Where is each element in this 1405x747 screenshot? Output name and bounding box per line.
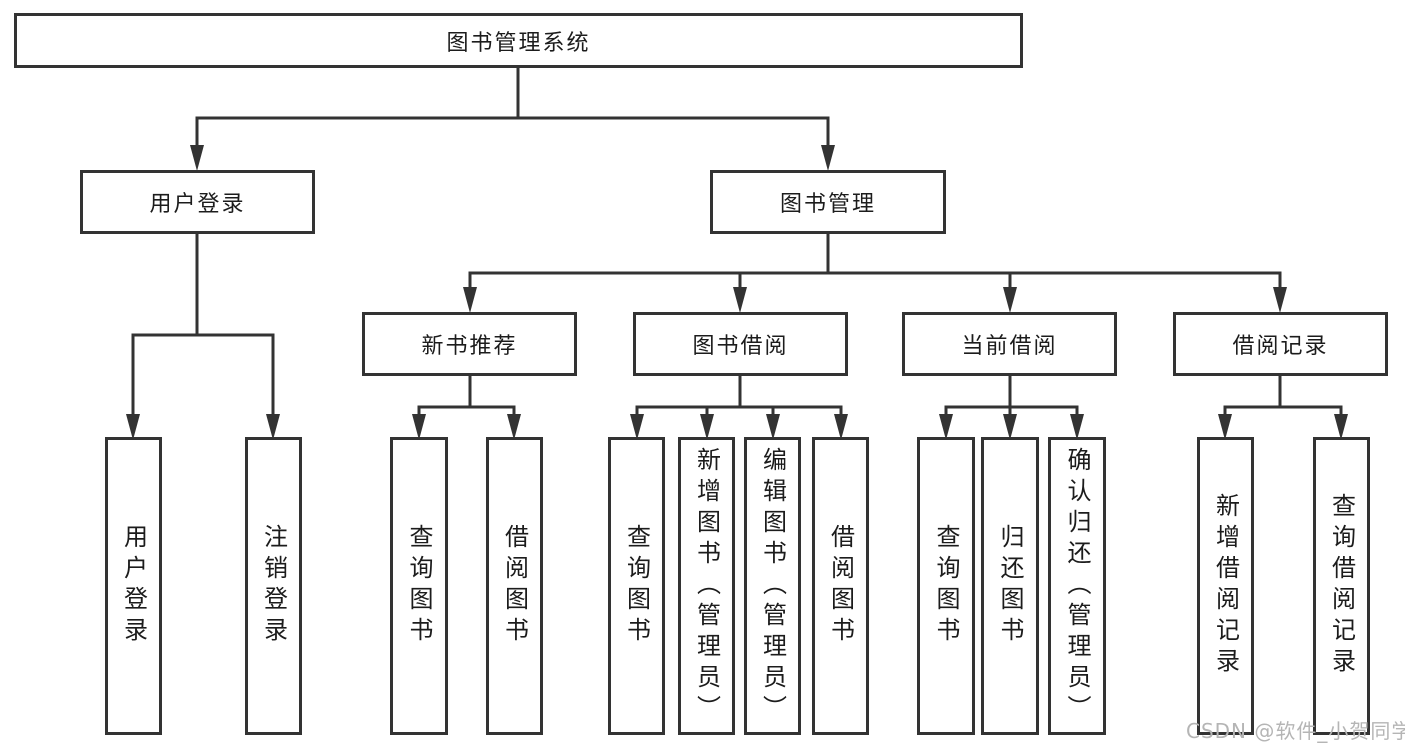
node-add-borrow-record: 新增借阅记录: [1197, 437, 1254, 735]
node-return-books: 归还图书: [981, 437, 1039, 735]
node-label: 编辑图书（管理员）: [758, 446, 787, 726]
node-label: 查询图书: [932, 524, 960, 648]
node-borrowing-records: 借阅记录: [1173, 312, 1388, 376]
node-user-login: 用户登录: [105, 437, 162, 735]
node-label: 新增借阅记录: [1211, 493, 1240, 679]
node-label: 借阅记录: [1232, 334, 1329, 359]
node-label: 新增图书（管理员）: [692, 446, 721, 726]
node-label: 图书管理: [779, 192, 876, 217]
node-label: 查询图书: [622, 524, 651, 648]
node-label: 用户登录: [119, 524, 148, 648]
node-user-login-module: 用户登录: [80, 170, 315, 234]
node-current-borrowing: 当前借阅: [902, 312, 1117, 376]
node-label: 确认归还（管理员）: [1063, 446, 1091, 726]
node-query-books: 查询图书: [917, 437, 975, 735]
node-add-books-admin: 新增图书（管理员）: [678, 437, 735, 735]
node-label: 借阅图书: [826, 524, 855, 648]
node-label: 图书管理系统: [446, 30, 591, 56]
node-query-books: 查询图书: [608, 437, 665, 735]
node-book-borrowing: 图书借阅: [633, 312, 848, 376]
node-confirm-return-admin: 确认归还（管理员）: [1048, 437, 1106, 735]
node-new-book-recommend: 新书推荐: [362, 312, 577, 376]
node-label: 查询图书: [405, 524, 433, 648]
node-borrow-books: 借阅图书: [486, 437, 543, 735]
node-edit-books-admin: 编辑图书（管理员）: [744, 437, 801, 735]
node-query-books: 查询图书: [390, 437, 448, 735]
node-label: 注销登录: [259, 524, 288, 648]
node-logout: 注销登录: [245, 437, 302, 735]
node-label: 归还图书: [996, 524, 1024, 648]
node-label: 新书推荐: [421, 334, 518, 359]
csdn-watermark: CSDN @软件_小贺同学: [1186, 719, 1405, 743]
node-query-borrow-record: 查询借阅记录: [1313, 437, 1370, 735]
node-label: 当前借阅: [961, 334, 1058, 359]
node-book-management: 图书管理: [710, 170, 946, 234]
node-library-system: 图书管理系统: [14, 13, 1023, 68]
node-borrow-books: 借阅图书: [812, 437, 869, 735]
node-label: 借阅图书: [500, 524, 529, 648]
node-label: 图书借阅: [692, 334, 789, 359]
node-label: 用户登录: [149, 192, 246, 217]
node-label: 查询借阅记录: [1327, 493, 1356, 679]
